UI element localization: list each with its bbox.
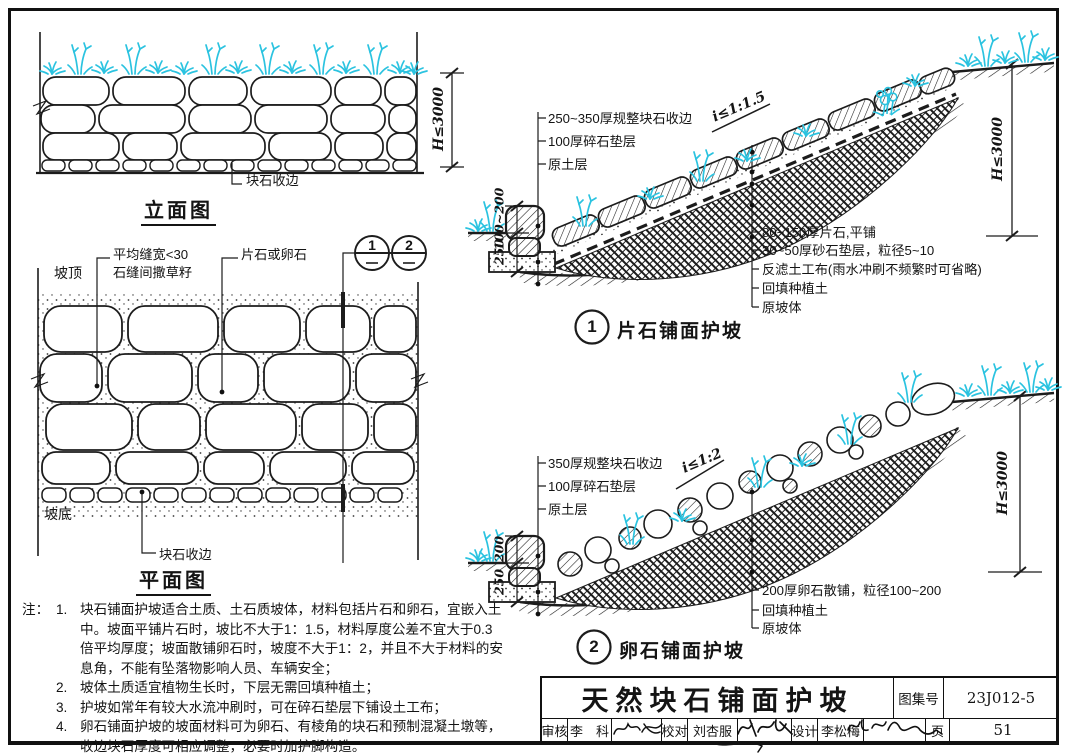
- page-number: 51: [993, 721, 1013, 739]
- note-text: 块石铺面护坡适合土质、土石质坡体，材料包括片石和卵石，宜嵌入土中。坡面平铺片石时…: [80, 602, 503, 676]
- checker-signature-cell: [738, 719, 792, 741]
- reviewer-name: 李 科: [568, 719, 612, 741]
- d2-right-label-1: 回填种植土: [762, 603, 828, 618]
- elevation-edge-label: 块石收边: [246, 173, 299, 188]
- title-block: 天然块石铺面护坡 图集号 23J012-5 审核 李 科 校对 刘杏服 设计 李…: [540, 676, 1056, 741]
- note-number: 4.: [56, 719, 68, 734]
- note-text: 护坡如常年有较大水流冲刷时，可在碎石垫层下铺设土工布；: [80, 699, 448, 715]
- note-item: 4. 卵石铺面护坡的坡面材料可为卵石、有棱角的块石和预制混凝土墩等，收边块石厚度…: [22, 717, 534, 754]
- notes-prefix: 注：: [22, 602, 50, 617]
- page-label: 页: [926, 719, 950, 741]
- note-item: 3. 护坡如常年有较大水流冲刷时，可在碎石垫层下铺设土工布；: [22, 698, 534, 718]
- d1-left-label-2: 原土层: [548, 157, 588, 172]
- plan-stone-label: 片石或卵石: [241, 247, 307, 262]
- d2-height-dim: H≤3000: [995, 451, 1011, 515]
- d2-right-label-0: 200厚卵石散铺，粒径100~200: [762, 583, 942, 598]
- plan-joint-label-1: 平均缝宽<30: [113, 247, 189, 262]
- atlas-number-label: 图集号: [894, 678, 944, 718]
- note-item: 注： 1. 块石铺面护坡适合土质、土石质坡体，材料包括片石和卵石，宜嵌入土中。坡…: [22, 600, 534, 678]
- d1-right-label-1: 30~50厚砂石垫层，粒径5~10: [762, 243, 935, 258]
- d2-number: 2: [589, 637, 599, 656]
- d1-right-label-2: 反滤土工布(雨水冲刷不频繁时可省略): [762, 262, 982, 277]
- atlas-number: 23J012-5: [966, 689, 1036, 707]
- plan-slope-top-label: 坡顶: [54, 265, 82, 281]
- plan-detail-ref-1: 1: [368, 237, 376, 253]
- d1-dim-b: 250: [491, 238, 507, 266]
- page-border: [8, 8, 1059, 745]
- designer-name: 李松梅: [818, 719, 864, 741]
- d2-left-label-1: 100厚碎石垫层: [548, 479, 636, 494]
- d1-right-label-4: 原坡体: [762, 300, 802, 315]
- d1-right-label-3: 回填种植土: [762, 281, 828, 296]
- d1-height-dim: H≤3000: [990, 117, 1006, 181]
- note-number: 2.: [56, 680, 68, 695]
- d2-dim-a: 200: [491, 535, 507, 563]
- reviewer-label: 审核: [542, 719, 568, 741]
- d1-left-label-1: 100厚碎石垫层: [548, 134, 636, 149]
- notes-block: 注： 1. 块石铺面护坡适合土质、土石质坡体，材料包括片石和卵石，宜嵌入土中。坡…: [22, 600, 534, 754]
- plan-slope-bottom-label: 坡底: [44, 506, 72, 522]
- checker-name: 刘杏服: [688, 719, 738, 741]
- elevation-height-dim: H≤3000: [431, 87, 447, 151]
- note-text: 卵石铺面护坡的坡面材料可为卵石、有棱角的块石和预制混凝土墩等，收边块石厚度可相应…: [80, 719, 502, 754]
- d1-number: 1: [587, 317, 597, 336]
- d2-left-label-2: 原土层: [548, 502, 588, 517]
- reviewer-signature-cell: [612, 719, 662, 741]
- plan-joint-label-2: 石缝间撒草籽: [113, 265, 193, 280]
- checker-label: 校对: [662, 719, 688, 741]
- designer-signature-cell: [864, 719, 926, 741]
- d1-title: 片石铺面护坡: [617, 321, 744, 342]
- d2-right-label-2: 原坡体: [762, 621, 802, 636]
- note-number: 3.: [56, 699, 68, 715]
- note-item: 2. 坡体土质适宜植物生长时，下层无需回填种植土；: [22, 678, 534, 698]
- d1-left-label-0: 250~350厚规整块石收边: [548, 111, 693, 126]
- plan-title: 平面图: [136, 564, 211, 596]
- d2-title: 卵石铺面护坡: [619, 641, 746, 662]
- plan-detail-ref-2: 2: [405, 237, 413, 253]
- d2-dim-b: 250: [491, 568, 507, 596]
- sheet-title: 天然块石铺面护坡: [542, 678, 894, 718]
- elevation-title: 立面图: [141, 194, 216, 226]
- plan-edge-label: 块石收边: [159, 547, 212, 562]
- d1-right-label-0: 80~150厚片石,平铺: [762, 225, 876, 240]
- designer-label: 设计: [792, 719, 818, 741]
- d2-left-label-0: 350厚规整块石收边: [548, 456, 663, 471]
- note-text: 坡体土质适宜植物生长时，下层无需回填种植土；: [80, 680, 380, 695]
- note-number: 1.: [56, 602, 68, 617]
